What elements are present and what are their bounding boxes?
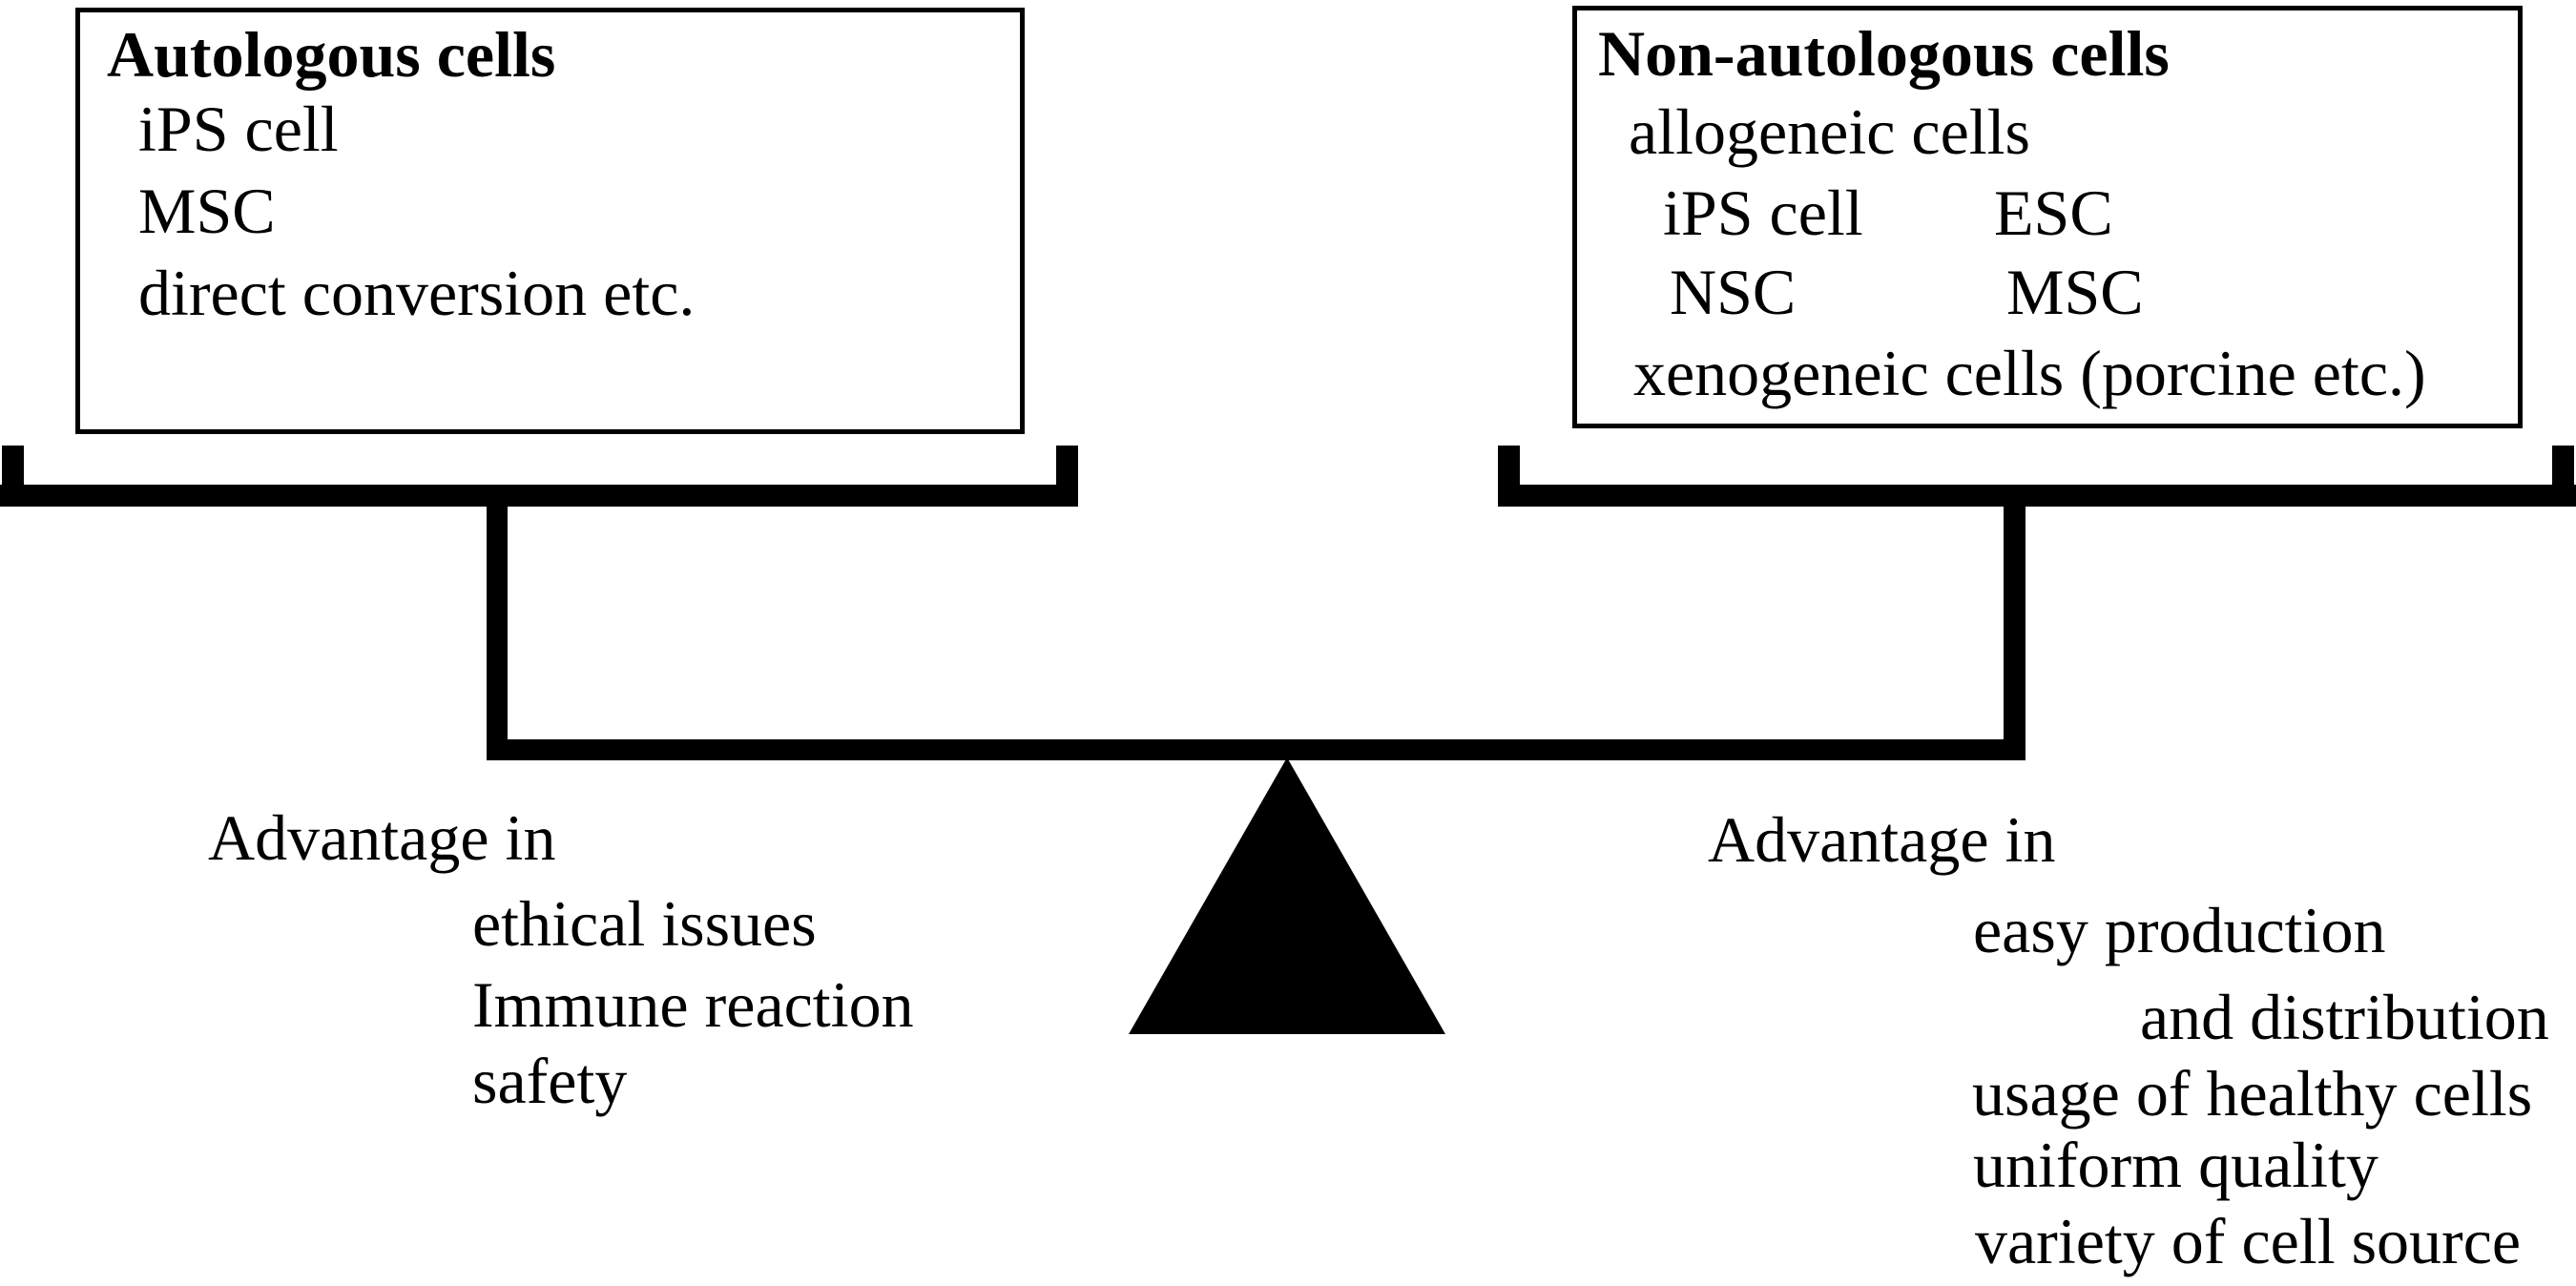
right-advantage-healthy-cells: usage of healthy cells: [1972, 1057, 2533, 1130]
autologous-item-ips: iPS cell: [138, 93, 339, 165]
autologous-item-direct-conversion: direct conversion etc.: [138, 257, 696, 329]
xenogeneic-cells-label: xenogeneic cells (porcine etc.): [1633, 337, 2426, 409]
balance-beam: [487, 739, 2025, 760]
allogeneic-cells-label: allogeneic cells: [1629, 95, 2031, 168]
right-advantage-heading: Advantage in: [1708, 803, 2056, 876]
right-pan-left-tab: [1498, 446, 1520, 507]
allogeneic-item-nsc: NSC: [1670, 256, 1797, 328]
allogeneic-item-msc: MSC: [2006, 256, 2144, 328]
fulcrum-triangle-icon: [1129, 757, 1445, 1034]
left-pan-left-tab: [2, 446, 24, 507]
right-advantage-and-distribution: and distribution: [2140, 981, 2549, 1053]
right-advantage-uniform-quality: uniform quality: [1973, 1129, 2379, 1201]
left-pan-bar: [0, 485, 1078, 507]
non-autologous-box-title: Non-autologous cells: [1598, 17, 2170, 90]
left-pan-stem: [487, 501, 508, 760]
left-advantage-heading: Advantage in: [208, 801, 556, 874]
right-pan-stem: [2004, 501, 2025, 760]
left-advantage-ethical: ethical issues: [472, 887, 817, 960]
allogeneic-item-ips: iPS cell: [1663, 176, 1863, 249]
autologous-item-msc: MSC: [138, 175, 276, 247]
left-pan-right-tab: [1056, 446, 1078, 507]
left-advantage-immune: Immune reaction: [472, 968, 914, 1041]
autologous-cells-box: Autologous cells iPS cell MSC direct con…: [75, 8, 1025, 434]
non-autologous-cells-box: Non-autologous cells allogeneic cells iP…: [1572, 6, 2523, 428]
right-pan-right-tab: [2552, 446, 2574, 507]
autologous-box-title: Autologous cells: [107, 18, 556, 91]
right-pan-bar: [1498, 485, 2576, 507]
left-advantage-safety: safety: [472, 1045, 628, 1117]
allogeneic-item-esc: ESC: [1994, 176, 2113, 249]
right-advantage-easy-production: easy production: [1973, 894, 2386, 966]
right-advantage-cell-source-variety: variety of cell source: [1975, 1205, 2522, 1277]
